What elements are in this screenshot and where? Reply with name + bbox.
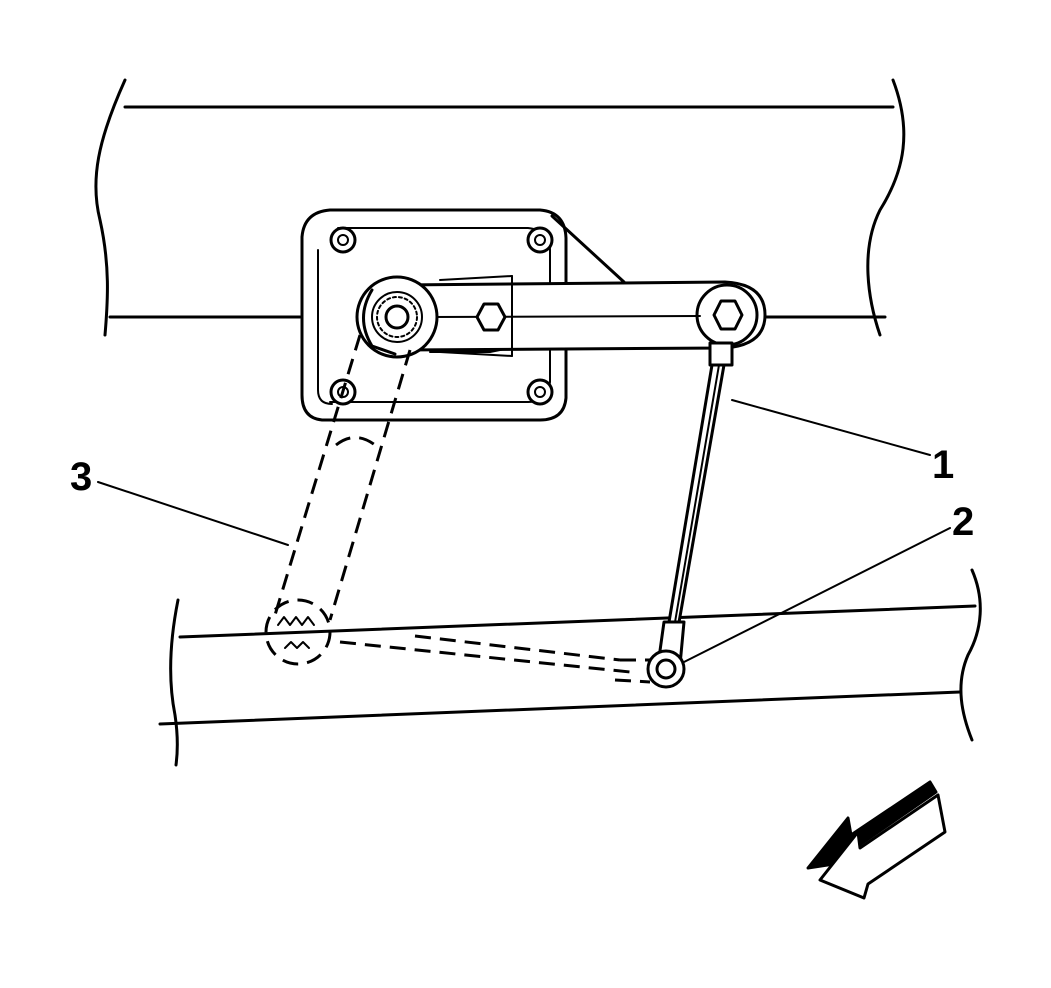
callout-3-label: 3: [70, 455, 92, 499]
link-nut-icon: [712, 299, 744, 331]
callout-1-label: 1: [932, 443, 954, 487]
alternate-position-hidden-lines: [264, 334, 651, 684]
arm-nut-icon: [475, 302, 507, 332]
lower-control-arm: [158, 568, 982, 767]
link-rod: [656, 341, 734, 667]
sensor-bracket: [300, 208, 626, 422]
sensor-shaft: [355, 275, 439, 359]
link-lower-end: [646, 649, 686, 689]
upper-frame-rail: [94, 78, 906, 337]
front-direction-arrow-icon: [806, 780, 947, 900]
callout-2-label: 2: [952, 500, 974, 544]
callout-leaders: [97, 399, 951, 663]
